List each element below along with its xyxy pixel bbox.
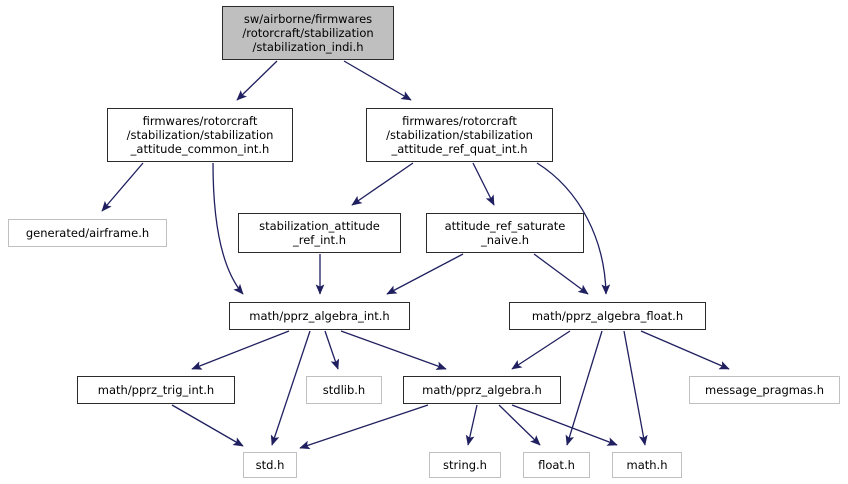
graph-node-label: math.h	[626, 457, 668, 472]
edge-algebra-to-math	[511, 404, 618, 446]
graph-node-std[interactable]: std.h	[243, 452, 297, 478]
graph-node-algebra_float[interactable]: math/pprz_algebra_float.h	[509, 302, 706, 330]
edge-algebra_float-to-math	[623, 330, 648, 446]
edge-ref_quat_int-to-saturate_naive	[472, 162, 495, 206]
graph-node-root[interactable]: sw/airborne/firmwares /rotorcraft/stabil…	[222, 6, 394, 60]
graph-node-label: stdlib.h	[322, 382, 366, 397]
graph-node-label: math/pprz_trig_int.h	[97, 382, 215, 397]
edge-saturate_naive-to-algebra_int	[386, 253, 464, 295]
edge-algebra_int-to-stdlib	[324, 330, 340, 370]
graph-node-label: math/pprz_algebra_int.h	[249, 308, 390, 323]
graph-node-airframe[interactable]: generated/airframe.h	[8, 219, 167, 247]
graph-node-label: float.h	[538, 457, 575, 472]
graph-node-label: sw/airborne/firmwares /rotorcraft/stabil…	[242, 11, 374, 55]
graph-node-label: math/pprz_algebra_float.h	[531, 308, 684, 323]
edge-algebra_int-to-algebra	[340, 330, 447, 370]
edge-algebra-to-std	[299, 404, 429, 450]
graph-node-label: attitude_ref_saturate _naive.h	[444, 218, 566, 247]
graph-node-label: stabilization_attitude _ref_int.h	[259, 218, 380, 247]
graph-node-label: math/pprz_algebra.h	[422, 382, 542, 397]
graph-node-float[interactable]: float.h	[523, 452, 590, 478]
graph-node-attitude_ref_int[interactable]: stabilization_attitude _ref_int.h	[238, 213, 401, 253]
graph-node-label: firmwares/rotorcraft /stabilization/stab…	[386, 113, 533, 157]
edge-common_int-to-airframe	[101, 162, 144, 212]
edge-ref_quat_int-to-attitude_ref_int	[351, 162, 414, 206]
graph-node-stdlib[interactable]: stdlib.h	[306, 376, 382, 404]
graph-node-ref_quat_int[interactable]: firmwares/rotorcraft /stabilization/stab…	[366, 108, 553, 162]
edge-algebra-to-string	[465, 404, 478, 446]
edge-algebra_int-to-trig_int	[191, 330, 290, 370]
edge-root-to-ref_quat_int	[343, 60, 412, 101]
graph-node-saturate_naive[interactable]: attitude_ref_saturate _naive.h	[426, 213, 584, 253]
graph-node-math[interactable]: math.h	[612, 452, 682, 478]
edge-trig_int-to-std	[171, 404, 244, 447]
graph-node-label: generated/airframe.h	[25, 225, 150, 240]
edge-saturate_naive-to-algebra_float	[533, 253, 589, 295]
graph-node-trig_int[interactable]: math/pprz_trig_int.h	[77, 376, 235, 404]
edge-algebra_float-to-message_pragmas	[640, 330, 730, 370]
graph-node-label: message_pragmas.h	[705, 382, 824, 397]
graph-node-algebra[interactable]: math/pprz_algebra.h	[403, 376, 561, 404]
graph-node-message_pragmas[interactable]: message_pragmas.h	[689, 376, 840, 404]
graph-node-label: firmwares/rotorcraft /stabilization/stab…	[126, 113, 274, 157]
edge-algebra_int-to-std	[270, 330, 311, 446]
graph-node-label: std.h	[255, 457, 285, 472]
edge-algebra_float-to-algebra	[511, 330, 571, 370]
graph-node-common_int[interactable]: firmwares/rotorcraft /stabilization/stab…	[107, 108, 293, 162]
graph-node-label: string.h	[443, 457, 487, 472]
graph-node-string[interactable]: string.h	[429, 452, 501, 478]
edge-root-to-common_int	[236, 60, 278, 101]
edge-algebra_float-to-float	[565, 330, 603, 446]
graph-node-algebra_int[interactable]: math/pprz_algebra_int.h	[229, 302, 410, 330]
edge-algebra-to-float	[498, 404, 541, 446]
